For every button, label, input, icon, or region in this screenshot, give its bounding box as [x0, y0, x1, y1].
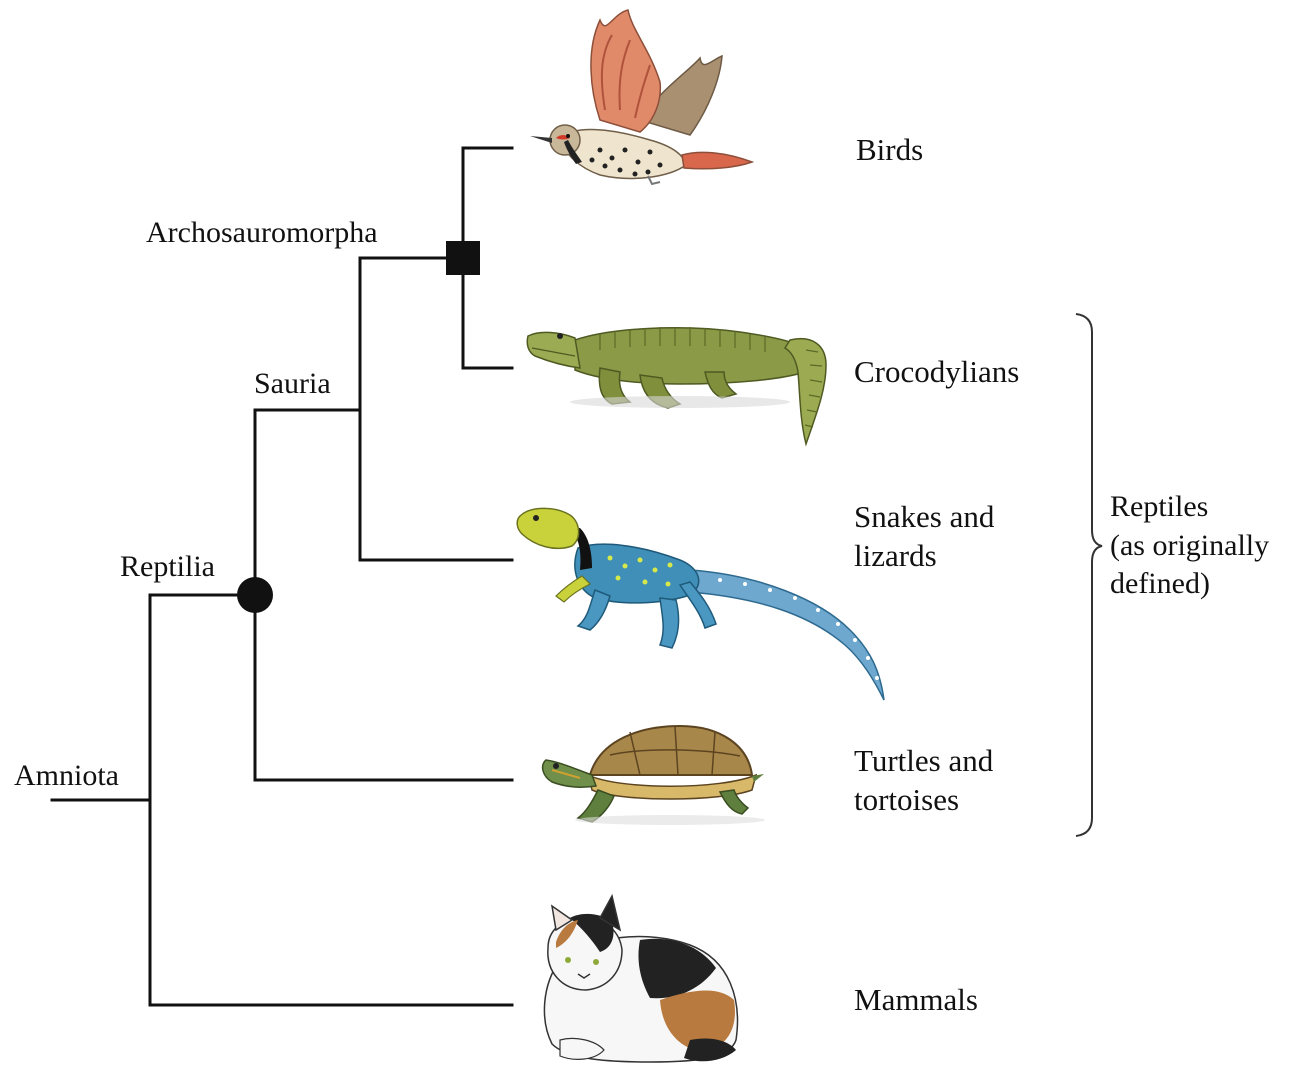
crocodile-illustration — [527, 327, 826, 444]
reptilia-node-marker — [237, 577, 273, 613]
turtles-tortoises-label-line1: Turtles and — [854, 743, 994, 778]
calico-cat-illustration — [544, 896, 737, 1062]
reptiles-bracket-line1: Reptiles — [1110, 490, 1208, 523]
sauria-label: Sauria — [254, 367, 331, 400]
turtles-tortoises-label-line2: tortoises — [854, 782, 959, 817]
flicker-bird-illustration — [530, 10, 752, 184]
crocodylians-label: Crocodylians — [854, 354, 1019, 389]
snakes-lizards-label-line2: lizards — [854, 538, 937, 573]
box-turtle-illustration — [543, 726, 765, 825]
archosauromorpha-node-marker — [446, 241, 480, 275]
birds-label: Birds — [856, 132, 923, 167]
reptiles-bracket-line3: defined) — [1110, 567, 1210, 600]
snakes-lizards-label-line1: Snakes and — [854, 499, 995, 534]
mammals-label: Mammals — [854, 982, 978, 1017]
amniota-label: Amniota — [14, 759, 119, 792]
reptiles-bracket-line2: (as originally — [1110, 529, 1269, 562]
reptiles-brace — [1076, 314, 1102, 836]
collared-lizard-illustration — [517, 508, 884, 700]
archosauromorpha-label: Archosauromorpha — [146, 216, 378, 249]
reptilia-label: Reptilia — [120, 550, 215, 583]
